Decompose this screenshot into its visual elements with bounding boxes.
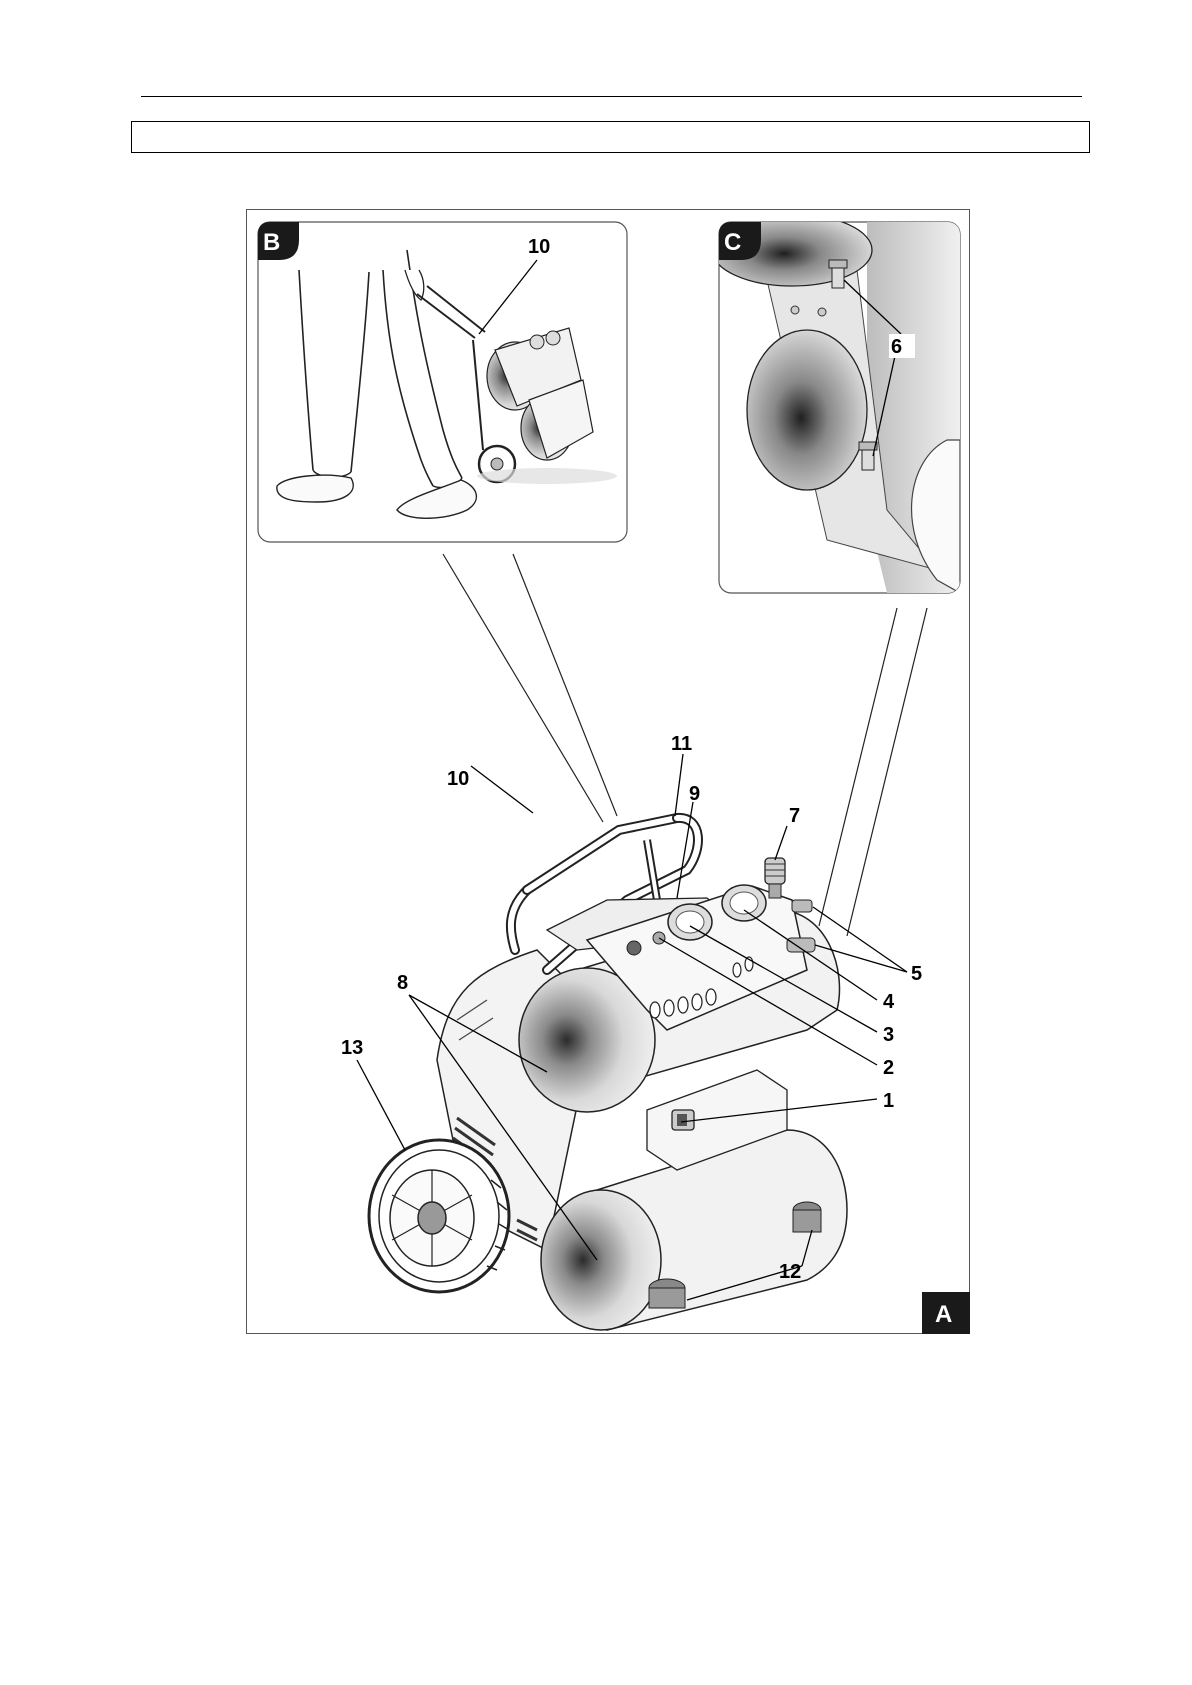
figure-frame: 10 B 6 C: [246, 209, 970, 1334]
callout-4: 4: [883, 991, 895, 1013]
callout-5: 5: [911, 963, 922, 985]
panel-a-tag: A: [935, 1301, 952, 1328]
inset-panel-b: 10 B: [258, 222, 627, 542]
header-rule: [141, 96, 1082, 97]
main-compressor: [369, 818, 847, 1330]
callout-3: 3: [883, 1024, 894, 1046]
callout-11: 11: [671, 733, 692, 755]
compressor-illustration: 10 B 6 C: [247, 210, 971, 1335]
section-title-box: [131, 121, 1090, 153]
callout-10: 10: [447, 768, 469, 790]
callout-12: 12: [779, 1261, 801, 1283]
callout-b-10: 10: [528, 236, 550, 258]
callout-c-6: 6: [891, 336, 902, 358]
callout-9: 9: [689, 783, 700, 805]
callout-7: 7: [789, 805, 800, 827]
callout-2: 2: [883, 1057, 894, 1079]
callout-8: 8: [397, 972, 408, 994]
panel-a-tag-group: A: [922, 1292, 970, 1334]
inset-panel-c: 6 C: [712, 214, 960, 593]
panel-b-tag: B: [263, 229, 280, 256]
callout-13: 13: [341, 1037, 363, 1059]
callout-1: 1: [883, 1090, 894, 1112]
panel-c-tag: C: [724, 229, 741, 256]
